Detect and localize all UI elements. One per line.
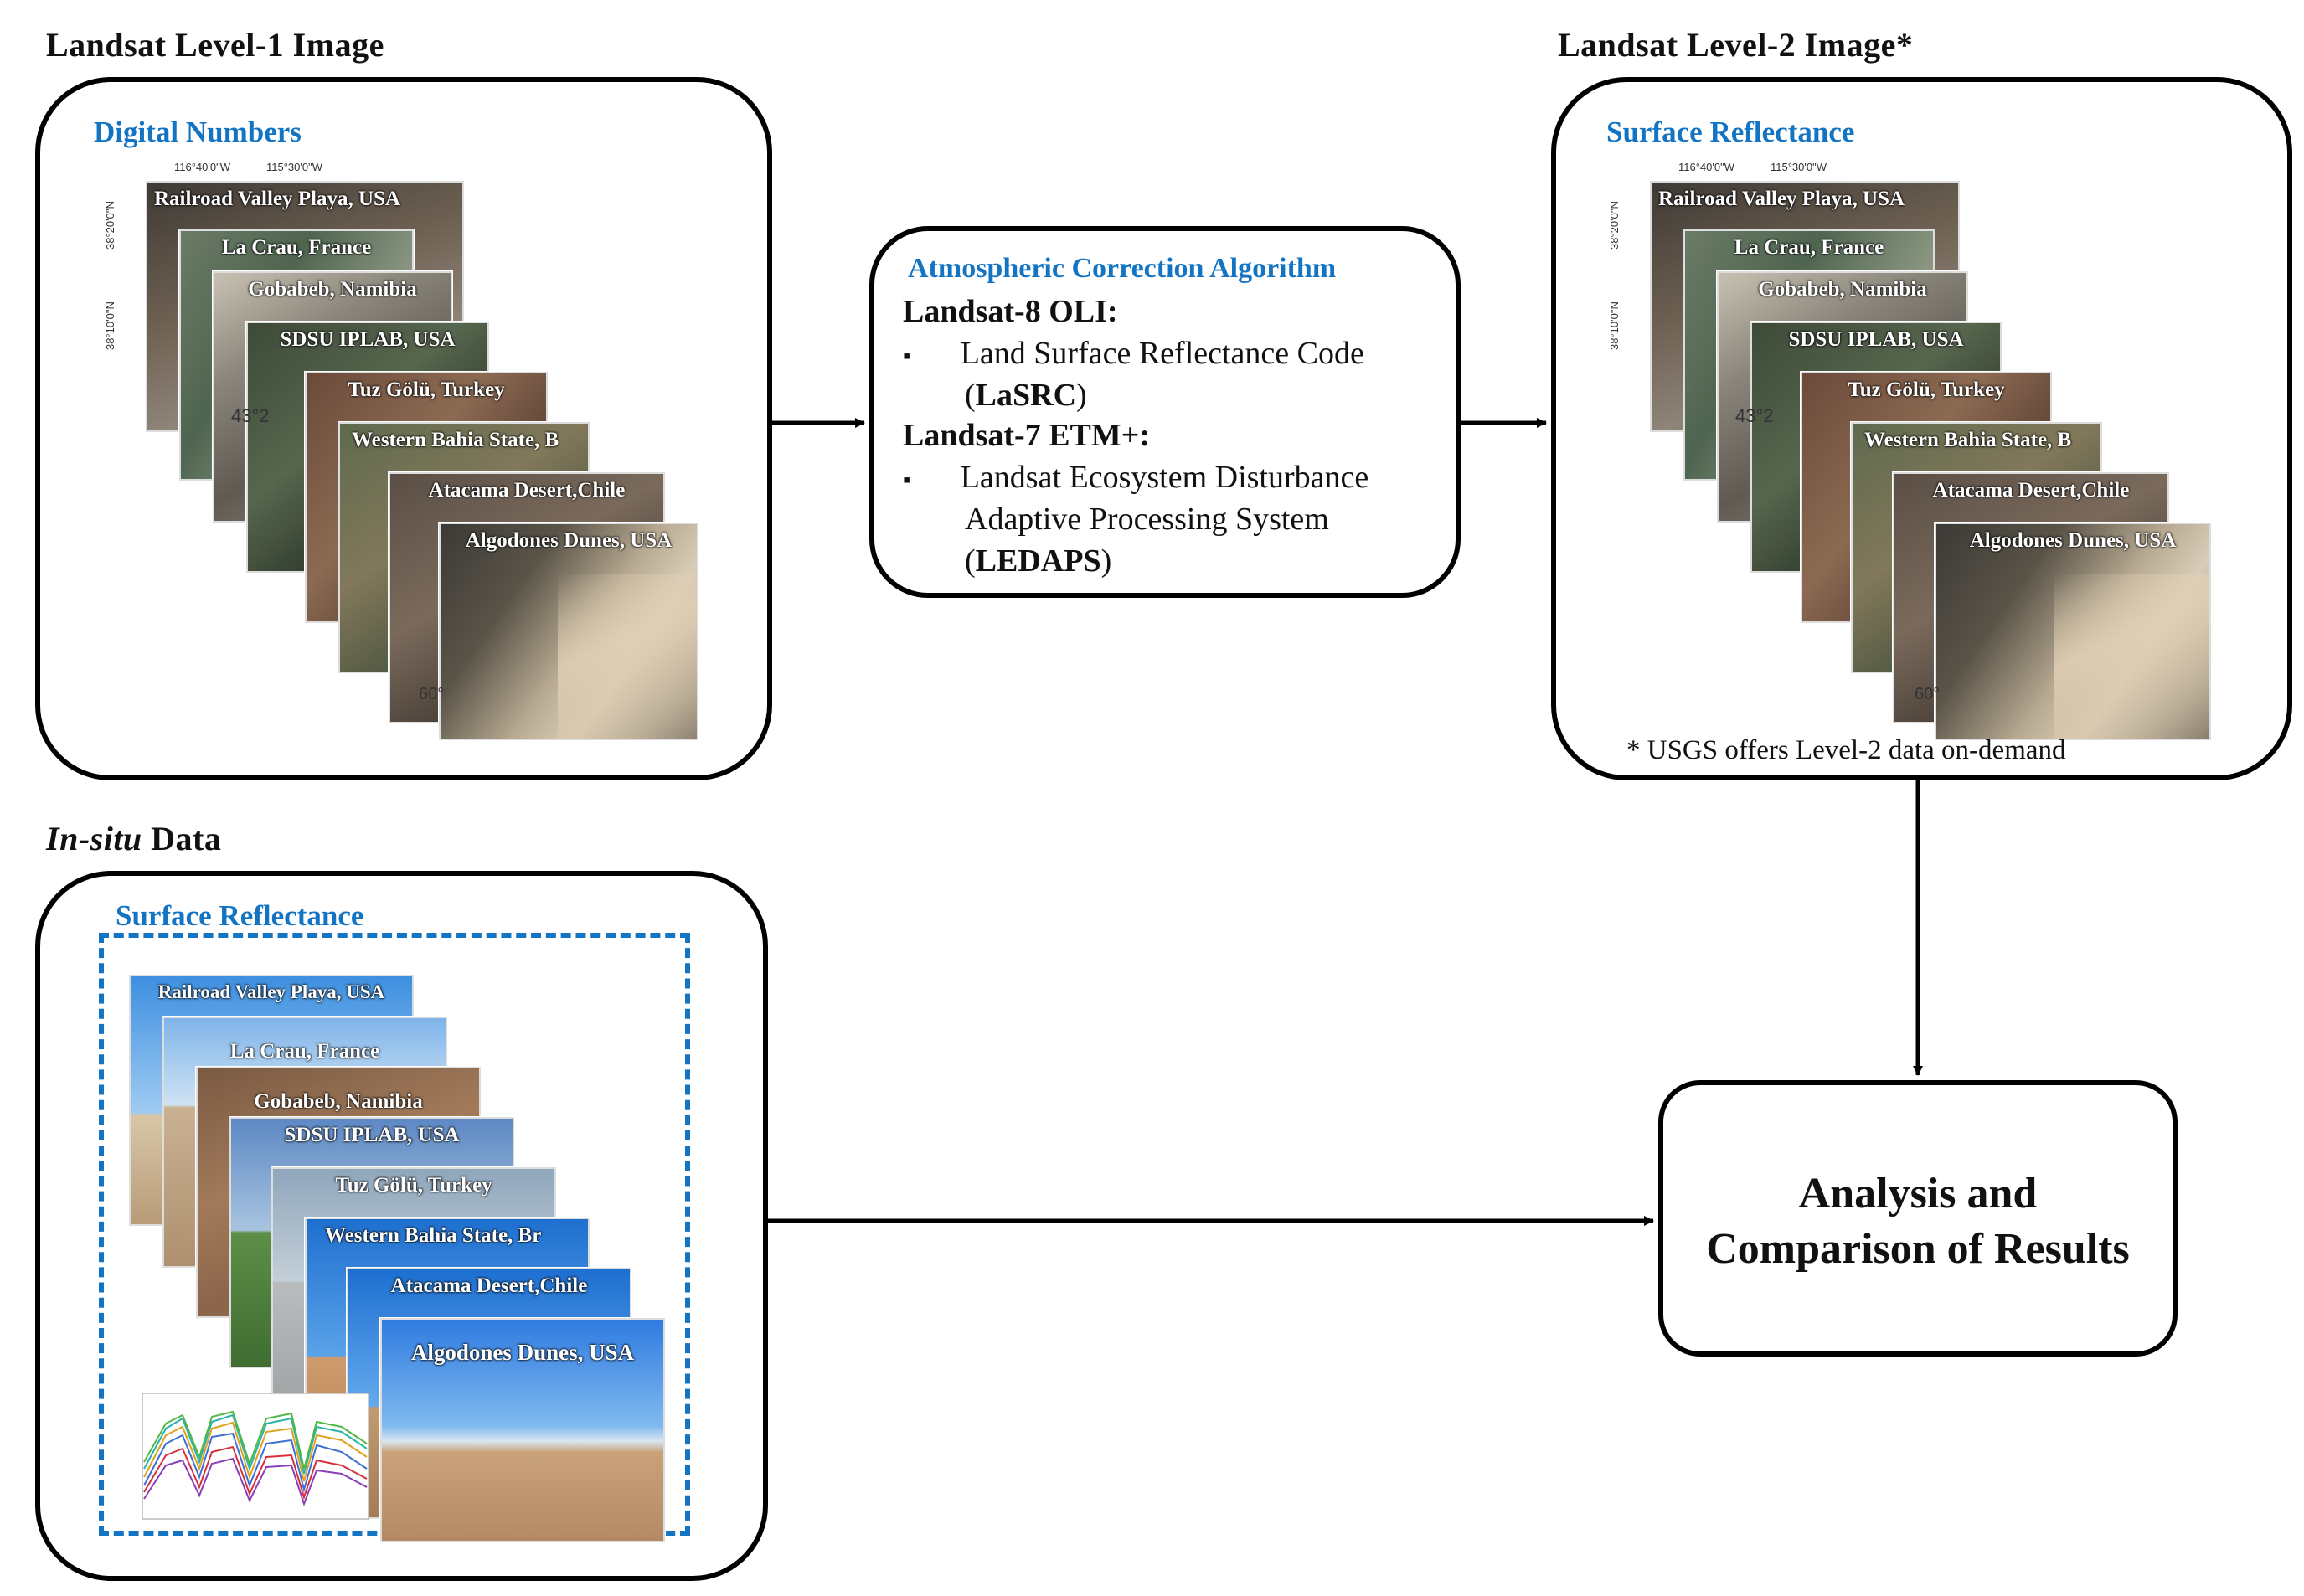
level1-title: Landsat Level-1 Image bbox=[46, 26, 384, 64]
l8-bullet-line1: Land Surface Reflectance Code bbox=[960, 336, 1364, 371]
l1-scene-7-label: Atacama Desert,Chile bbox=[428, 479, 626, 502]
insitu-scene-7-label: Atacama Desert,Chile bbox=[390, 1274, 588, 1297]
coord-bottom-left: 60° bbox=[419, 685, 445, 703]
insitu-scene-1-label: Railroad Valley Playa, USA bbox=[157, 981, 385, 1002]
l1-scene-8: Algodones Dunes, USA bbox=[439, 523, 698, 740]
l1-scene-2-label: La Crau, France bbox=[221, 236, 372, 259]
level2-footnote: * USGS offers Level-2 data on-demand bbox=[1626, 735, 2066, 765]
insitu-title: In-situ Data bbox=[46, 819, 221, 858]
l1-dune-streak bbox=[558, 574, 697, 739]
analysis-box: Analysis and Comparison of Results bbox=[1658, 1080, 2178, 1357]
insitu-scene-8: Algodones Dunes, USA bbox=[380, 1318, 665, 1542]
l2-scene-1-label: Railroad Valley Playa, USA bbox=[1658, 188, 1905, 210]
l2-scene-4-label: SDSU IPLAB, USA bbox=[1788, 328, 1964, 351]
analysis-line2: Comparison of Results bbox=[1706, 1225, 2130, 1273]
bullet-marker-2: ▪ bbox=[903, 467, 911, 492]
coord-top-1: 116°40'0"W bbox=[174, 161, 230, 173]
bullet-marker: ▪ bbox=[903, 343, 911, 368]
algorithm-subhead: Atmospheric Correction Algorithm bbox=[908, 253, 1337, 284]
insitu-spectra-thumbnail bbox=[142, 1393, 369, 1520]
insitu-scene-2-label: La Crau, France bbox=[229, 1040, 380, 1063]
l1-scene-4-label: SDSU IPLAB, USA bbox=[280, 328, 456, 351]
insitu-scene-6-label: Western Bahia State, Br bbox=[325, 1224, 542, 1247]
l7-bullet-abbr: (LEDAPS) bbox=[965, 543, 1111, 579]
l7-title: Landsat-7 ETM+: bbox=[903, 418, 1151, 453]
l7-bullet: ▪ Landsat Ecosystem Disturbance bbox=[903, 459, 1368, 496]
level2-scene-stack: 116°40'0"W 115°30'0"W 38°20'0"N 38°10'0"… bbox=[1608, 157, 2273, 760]
level2-subhead: Surface Reflectance bbox=[1606, 116, 1855, 148]
l2-coord-bottom-left: 60° bbox=[1915, 685, 1941, 703]
l8-bullet-abbr: (LaSRC) bbox=[965, 377, 1087, 414]
l1-scene-3-label: Gobabeb, Namibia bbox=[248, 278, 417, 301]
insitu-scene-4-label: SDSU IPLAB, USA bbox=[284, 1124, 460, 1146]
l2-coord-top-1: 116°40'0"W bbox=[1678, 161, 1734, 173]
spectrum-line bbox=[143, 1410, 368, 1470]
level1-scene-stack: 116°40'0"W 115°30'0"W 38°20'0"N 38°10'0"… bbox=[104, 157, 760, 760]
l2-scene-2-label: La Crau, France bbox=[1734, 236, 1884, 259]
l8-abbr-close: ) bbox=[1076, 378, 1087, 413]
l2-scene-7-label: Atacama Desert,Chile bbox=[1932, 479, 2130, 502]
l2-scene-8-label: Algodones Dunes, USA bbox=[1969, 529, 2177, 552]
l2-coord-side-1: 43°2 bbox=[1735, 405, 1774, 426]
level2-title: Landsat Level-2 Image* bbox=[1558, 26, 1914, 64]
l1-scene-6-label: Western Bahia State, B bbox=[352, 429, 559, 451]
l2-dune-streak bbox=[2054, 574, 2209, 739]
level1-subhead: Digital Numbers bbox=[94, 116, 302, 148]
l2-scene-5-label: Tuz Gölü, Turkey bbox=[1848, 378, 2005, 401]
level2-box: Surface Reflectance 116°40'0"W 115°30'0"… bbox=[1551, 77, 2292, 780]
l1-scene-1-label: Railroad Valley Playa, USA bbox=[154, 188, 401, 210]
coord-top-2: 115°30'0"W bbox=[266, 161, 322, 173]
l7-abbr-name: LEDAPS bbox=[975, 543, 1101, 579]
spectrum-line bbox=[143, 1445, 368, 1501]
insitu-box: Surface Reflectance Railroad Valley Play… bbox=[35, 871, 768, 1581]
insitu-scene-5-label: Tuz Gölü, Turkey bbox=[335, 1174, 492, 1197]
l7-bullet-line1: Landsat Ecosystem Disturbance bbox=[960, 460, 1369, 495]
insitu-title-rest: Data bbox=[142, 820, 222, 857]
l8-title: Landsat-8 OLI: bbox=[903, 294, 1118, 329]
l2-coord-top-2: 115°30'0"W bbox=[1771, 161, 1827, 173]
spectrum-line bbox=[143, 1457, 368, 1507]
l1-scene-8-label: Algodones Dunes, USA bbox=[465, 529, 673, 552]
l7-abbr-close: ) bbox=[1100, 543, 1112, 579]
l2-scene-6-label: Western Bahia State, B bbox=[1864, 429, 2072, 451]
l2-scene-3-label: Gobabeb, Namibia bbox=[1758, 278, 1927, 301]
spectrum-line bbox=[143, 1413, 368, 1475]
l7-abbr-open: ( bbox=[965, 543, 976, 579]
insitu-scene-3-label: Gobabeb, Namibia bbox=[254, 1090, 423, 1113]
insitu-title-italic: In-situ bbox=[46, 820, 142, 857]
insitu-scene-8-label: Algodones Dunes, USA bbox=[410, 1340, 635, 1365]
l7-bullet-line2: Adaptive Processing System bbox=[965, 502, 1329, 537]
l8-abbr-name: LaSRC bbox=[975, 378, 1077, 413]
spectrum-line bbox=[143, 1421, 368, 1482]
level1-box: Digital Numbers 116°40'0"W 115°30'0"W 38… bbox=[35, 77, 772, 780]
analysis-line1: Analysis and bbox=[1798, 1170, 2038, 1218]
l8-abbr-open: ( bbox=[965, 378, 976, 413]
spectrum-line bbox=[143, 1432, 368, 1493]
coord-side-1: 43°2 bbox=[231, 405, 270, 426]
l2-scene-8: Algodones Dunes, USA bbox=[1935, 523, 2211, 740]
insitu-subhead: Surface Reflectance bbox=[112, 899, 368, 933]
l8-bullet: ▪ Land Surface Reflectance Code bbox=[903, 335, 1364, 372]
l1-scene-5-label: Tuz Gölü, Turkey bbox=[348, 378, 505, 401]
algorithm-box: Atmospheric Correction Algorithm Landsat… bbox=[869, 226, 1461, 598]
